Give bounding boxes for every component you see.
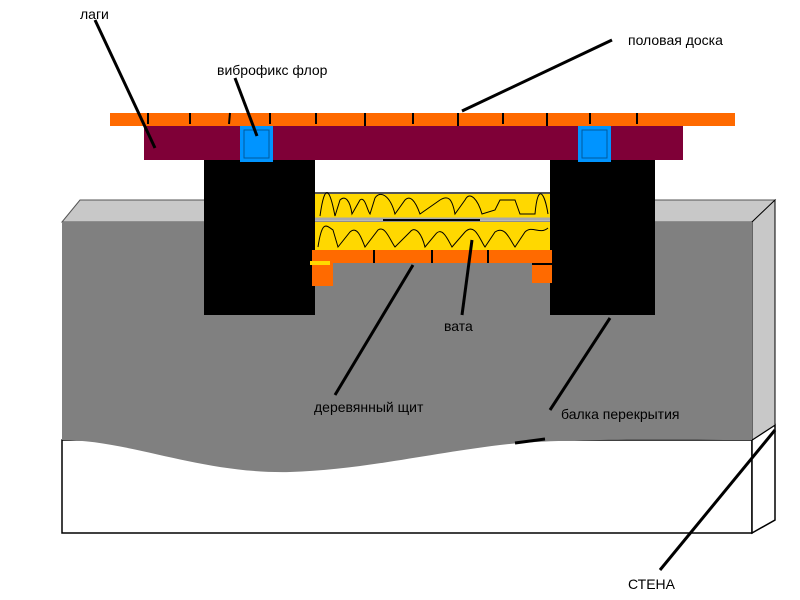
wall-right-lower — [751, 423, 776, 535]
crack-mark — [514, 437, 546, 445]
label-wall: СТЕНА — [628, 576, 675, 592]
leader-lines — [93, 19, 777, 571]
beam-left — [204, 160, 315, 315]
floorboard — [110, 112, 735, 126]
wall-side-face — [751, 198, 776, 441]
label-vibrofix: виброфикс флор — [217, 62, 328, 78]
beam-right — [550, 160, 655, 315]
label-beam: балка перекрытия — [561, 406, 680, 422]
label-lagi: лаги — [80, 6, 109, 22]
wooden-shield — [310, 250, 552, 286]
label-shield: деревянный щит — [314, 399, 424, 415]
label-wool: вата — [444, 318, 473, 334]
vibrofix-pad-right — [578, 126, 611, 162]
wool-insulation — [315, 192, 550, 250]
label-floorboard: половая доска — [628, 32, 723, 48]
